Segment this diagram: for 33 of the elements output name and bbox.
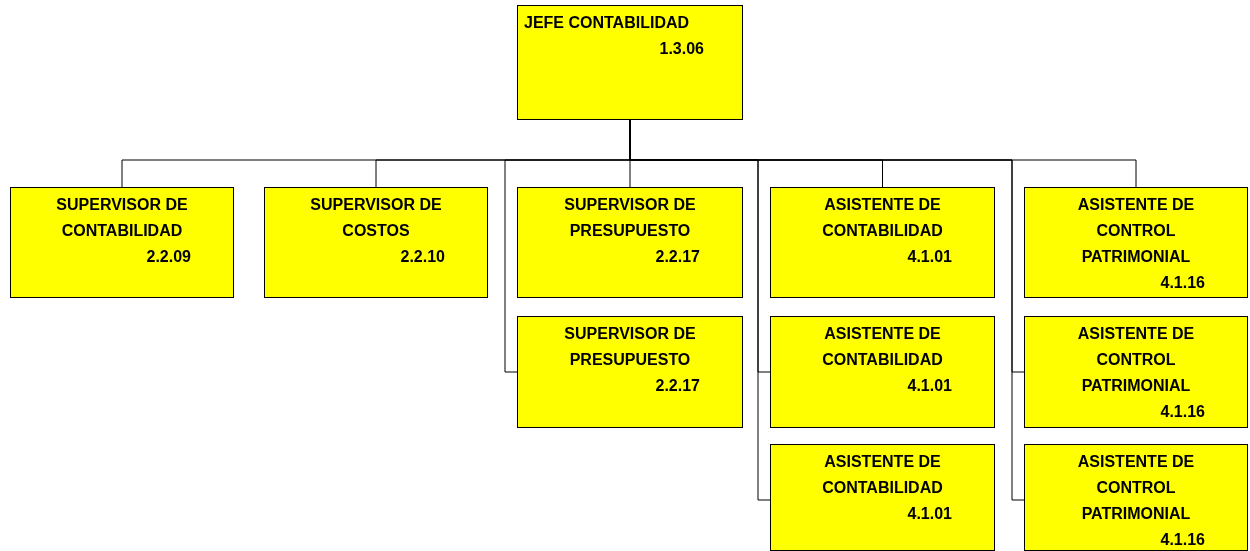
position-box: [1024, 187, 1248, 298]
position-code: 4.1.01: [906, 376, 953, 396]
position-code: 4.1.16: [1159, 402, 1206, 422]
position-code: 2.2.17: [654, 247, 701, 267]
position-title: ASISTENTE DE CONTABILIDAD: [821, 195, 944, 241]
position-box: [1024, 316, 1248, 428]
position-title: SUPERVISOR DE CONTABILIDAD: [55, 195, 189, 241]
position-box: [517, 316, 743, 428]
position-box: [770, 187, 995, 298]
position-code: 2.2.09: [145, 247, 192, 267]
position-code: 2.2.17: [654, 376, 701, 396]
position-box: [770, 316, 995, 428]
position-box: [264, 187, 488, 298]
position-title: ASISTENTE DE CONTROL PATRIMONIAL: [1076, 452, 1196, 524]
position-title: SUPERVISOR DE PRESUPUESTO: [563, 195, 697, 241]
position-box: [517, 187, 743, 298]
position-code: 4.1.16: [1159, 530, 1206, 550]
position-box: [10, 187, 234, 298]
position-title: ASISTENTE DE CONTROL PATRIMONIAL: [1076, 324, 1196, 396]
position-code: 4.1.01: [906, 504, 953, 524]
position-box: [770, 444, 995, 551]
position-title: ASISTENTE DE CONTROL PATRIMONIAL: [1076, 195, 1196, 267]
position-title: ASISTENTE DE CONTABILIDAD: [821, 452, 944, 498]
position-code: 4.1.16: [1159, 273, 1206, 293]
position-title: SUPERVISOR DE COSTOS: [309, 195, 443, 241]
position-box: [1024, 444, 1248, 551]
position-title: SUPERVISOR DE PRESUPUESTO: [563, 324, 697, 370]
position-code: 2.2.10: [399, 247, 446, 267]
position-code: 4.1.01: [906, 247, 953, 267]
position-box: [517, 5, 743, 120]
position-code: 1.3.06: [658, 39, 705, 59]
position-title: JEFE CONTABILIDAD: [523, 13, 691, 33]
position-title: ASISTENTE DE CONTABILIDAD: [821, 324, 944, 370]
